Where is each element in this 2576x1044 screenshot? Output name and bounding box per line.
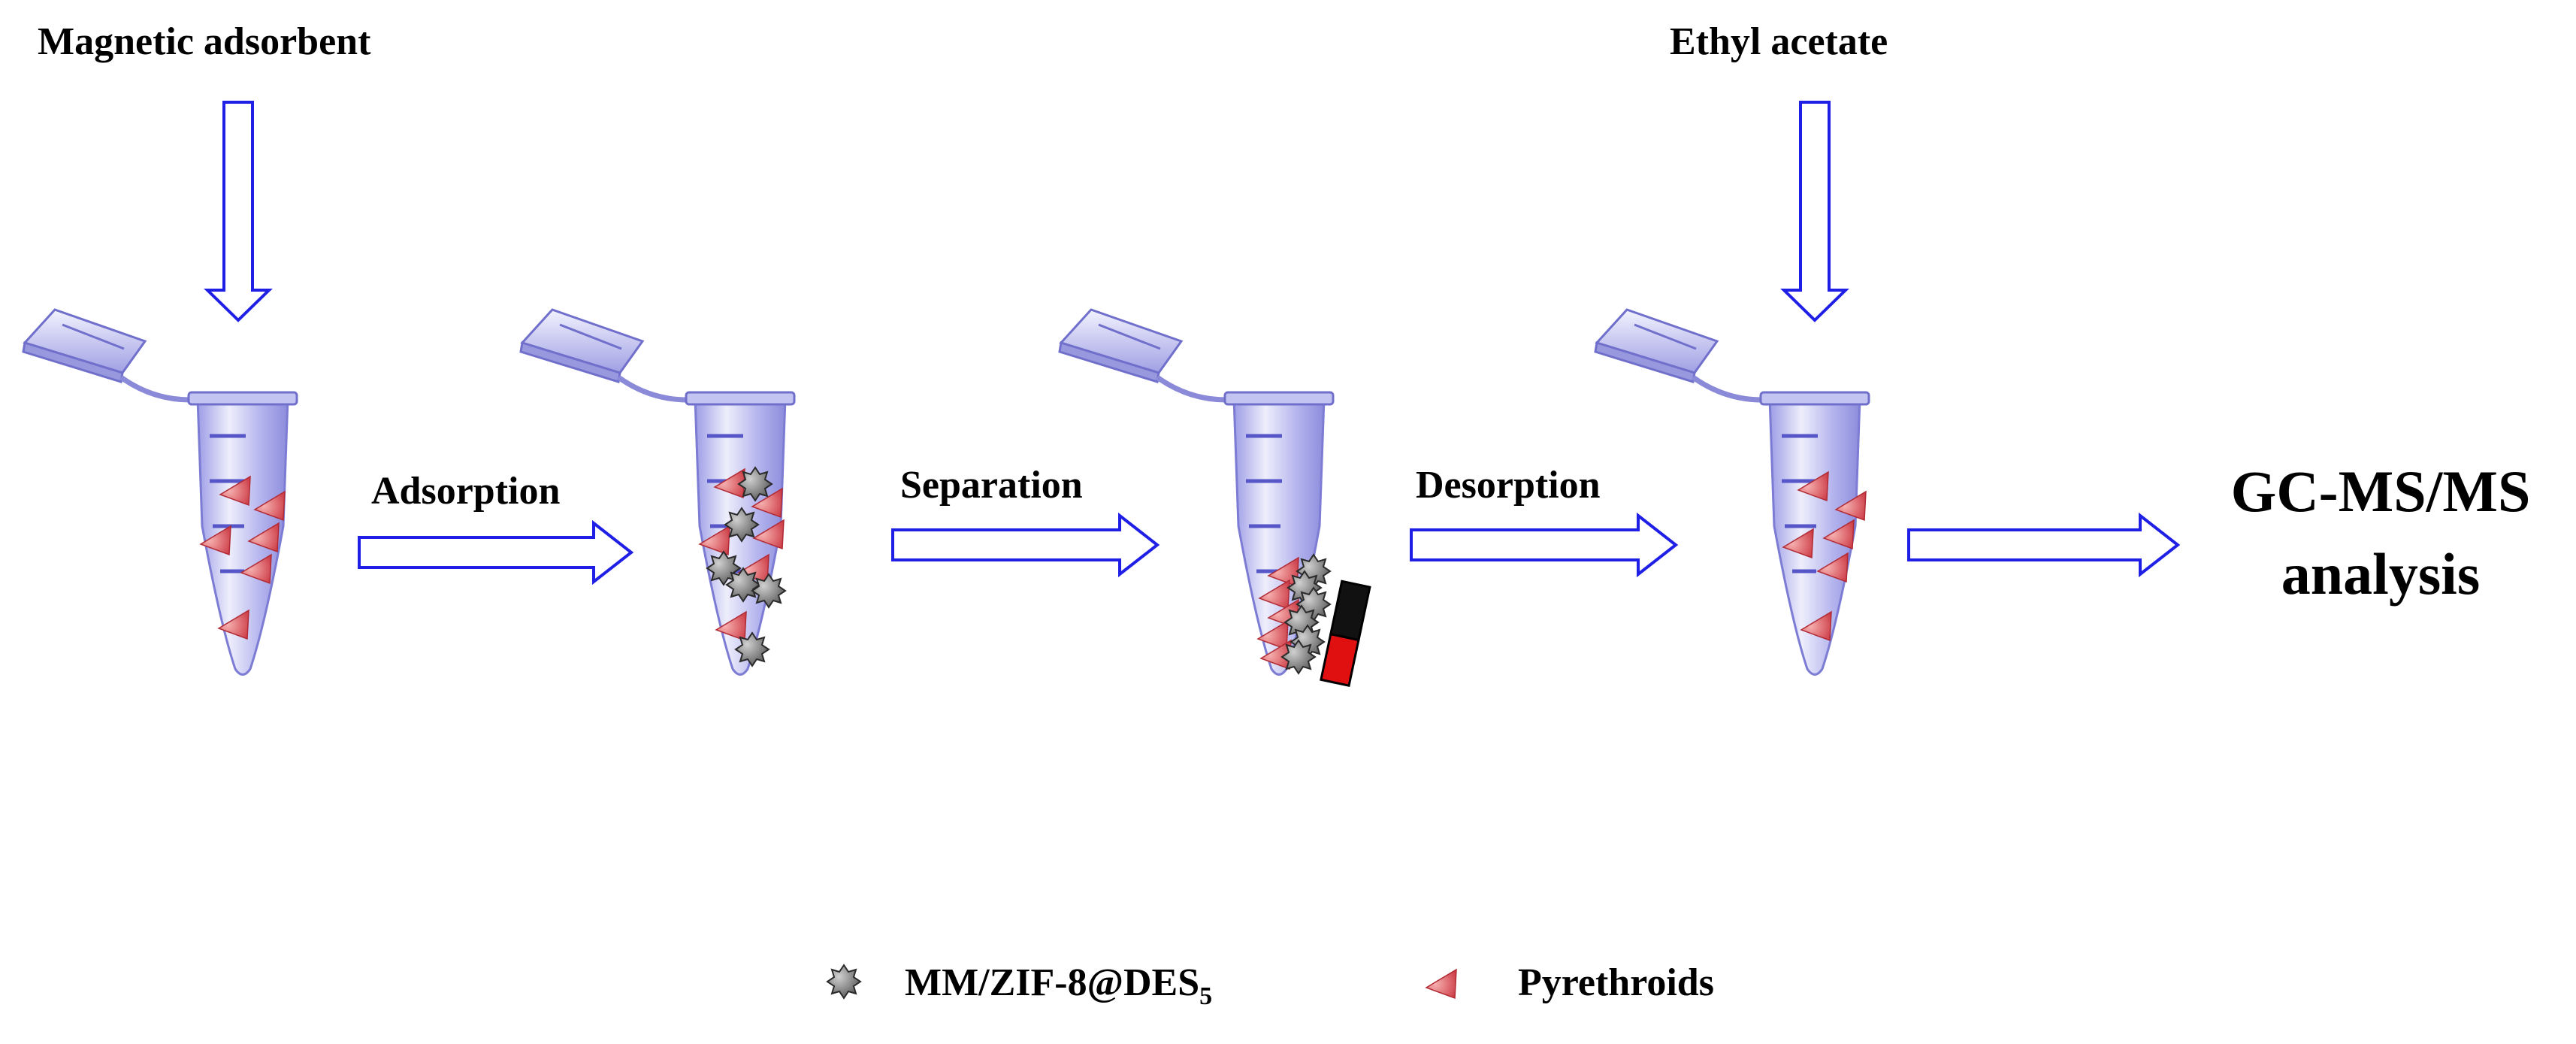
tube-desorption xyxy=(1595,310,1869,675)
arrow-separation xyxy=(891,512,1160,578)
legend-adsorbent-label: MM/ZIF-8@DES5 xyxy=(905,961,1212,1010)
tube-adsorption xyxy=(521,310,794,675)
legend-pyrethroids-label: Pyrethroids xyxy=(1518,961,1714,1004)
ethyl-acetate-label: Ethyl acetate xyxy=(1670,20,1888,63)
arrow-desorption xyxy=(1410,512,1679,578)
down-arrow-adsorbent xyxy=(204,101,273,322)
analysis-label-line2: analysis xyxy=(2281,541,2480,607)
analysis-label-line1: GC-MS/MS xyxy=(2231,458,2531,524)
adsorption-label: Adsorption xyxy=(371,470,560,513)
arrow-analysis xyxy=(1907,512,2181,578)
adsorbent-particle-icon xyxy=(827,964,861,999)
magnetic-adsorbent-label: Magnetic adsorbent xyxy=(38,20,371,63)
arrow-adsorption xyxy=(358,519,634,586)
desorption-label: Desorption xyxy=(1416,464,1601,507)
magnet xyxy=(1320,579,1371,687)
tube-separation xyxy=(1060,310,1371,687)
down-arrow-ethyl-acetate xyxy=(1780,101,1849,322)
tube-sample xyxy=(23,310,297,675)
pyrethroid-triangle-icon xyxy=(1426,969,1457,999)
separation-label: Separation xyxy=(900,464,1083,507)
legend: MM/ZIF-8@DES5 Pyrethroids xyxy=(827,961,1714,1010)
